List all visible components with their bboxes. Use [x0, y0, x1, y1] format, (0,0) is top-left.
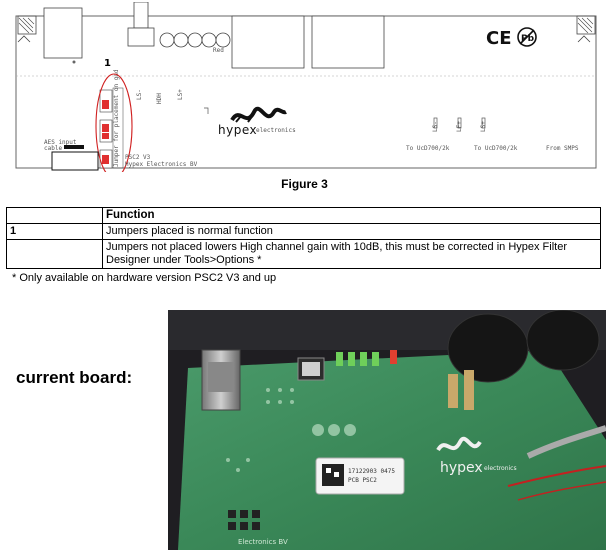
svg-text:electronics: electronics: [484, 465, 517, 472]
board-sticker: 17122903 0475 PCB PSC2: [315, 457, 405, 495]
table-header-row: Function: [6, 207, 601, 224]
hypex-logo: hypex electronics: [218, 106, 296, 137]
led-row: [336, 350, 397, 366]
connector-left: [43, 7, 83, 59]
photo-label: current board:: [16, 368, 133, 387]
function-table: Function 1 Jumpers placed is normal func…: [6, 207, 601, 269]
silk-jumper-note: Jumper for placement on gnd: [113, 69, 120, 167]
table-row: 1 Jumpers placed is normal function: [6, 223, 601, 240]
silk-pcb-version: PSC2 V3: [125, 154, 151, 161]
connector-mid: [231, 15, 305, 69]
silk-ls-left: LS-: [136, 89, 143, 100]
jumper-group: Jumper for placement on gnd: [99, 69, 124, 169]
silk-to-ucd-2: To UcD700/2k: [474, 145, 518, 152]
table-row: Jumpers not placed lowers High channel g…: [6, 239, 601, 269]
table-cell-text: Jumpers placed is normal function: [102, 223, 601, 240]
silk-maker: Hypex Electronics BV: [125, 161, 198, 168]
photo-hypex-logo: hypex electronics: [436, 436, 517, 476]
sticker-line2: PCB PSC2: [348, 477, 377, 484]
table-cell-num: 1: [6, 223, 103, 240]
silk-aes-input: AES input: [44, 139, 77, 146]
svg-text:hypex: hypex: [440, 460, 483, 476]
silk-mark-2: LF+: [456, 121, 463, 132]
table-header-cell: [6, 207, 103, 224]
silk-ls-right: LS+: [177, 89, 184, 100]
silk-from-smps: From SMPS: [546, 145, 579, 152]
pcb-board: [178, 350, 606, 550]
table-cell-text: Jumpers not placed lowers High channel g…: [102, 239, 601, 269]
footnote: * Only available on hardware version PSC…: [12, 272, 277, 284]
silk-brand-sub: electronics: [256, 127, 296, 134]
silk-aes-cable: cable: [44, 145, 62, 152]
silk-mark-1: LS-: [432, 121, 439, 132]
pcb-silkscreen-drawing: Red CE Pb 1 Jumper for placement on gnd …: [15, 2, 597, 172]
led-circles: [159, 32, 231, 48]
callout-number: 1: [104, 58, 111, 69]
highlight-ellipse: [95, 73, 133, 172]
photo-maker-text: Electronics BV: [238, 538, 288, 546]
silk-brand: hypex: [218, 123, 257, 137]
table-header-function: Function: [102, 207, 601, 224]
pb-free-icon: Pb: [517, 27, 537, 47]
svg-text:Pb: Pb: [521, 34, 535, 44]
silk-top-mark: Red: [213, 47, 224, 54]
board-photo: 17122903 0475 PCB PSC2 hypex electronics…: [168, 310, 606, 550]
aes-connector: [51, 151, 99, 171]
silk-mark-3: LS+: [480, 121, 487, 132]
table-cell-num: [6, 239, 103, 269]
ce-mark: CE: [486, 28, 512, 49]
figure-caption: Figure 3: [281, 177, 328, 191]
pcb-outline: [15, 15, 597, 169]
silk-hdh: HDH: [156, 93, 163, 104]
connector-right: [311, 15, 385, 69]
sticker-line1: 17122903 0475: [348, 468, 395, 475]
silk-to-ucd-1: To UcD700/2k: [406, 145, 450, 152]
